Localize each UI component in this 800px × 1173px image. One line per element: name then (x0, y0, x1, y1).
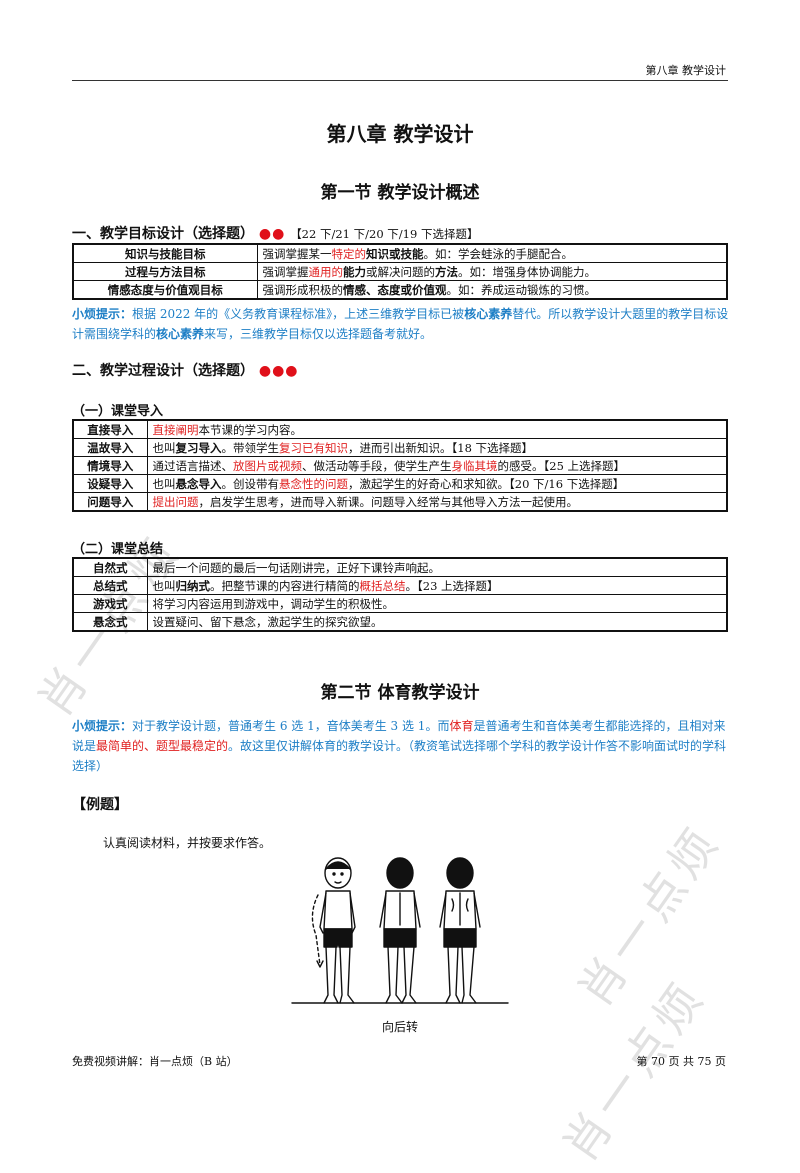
row-value: 也叫复习导入。带领学生复习已有知识，进而引出新知识。【18 下选择题】 (146, 438, 728, 457)
question-prompt: 认真阅读材料，并按要求作答。 (103, 836, 272, 850)
table-row: 情境导入 通过语言描述、放图片或视频、做活动等手段，使学生产生身临其境的感受。【… (72, 456, 728, 475)
table-row: 过程与方法目标 强调掌握通用的能力或解决问题的方法。如：增强身体协调能力。 (72, 262, 728, 281)
chapter-title: 第八章 教学设计 (326, 122, 474, 146)
exam-years-tag: 【22 下/21 下/20 下/19 下选择题】 (290, 227, 479, 241)
row-value: 强调掌握通用的能力或解决问题的方法。如：增强身体协调能力。 (256, 262, 728, 281)
table-row: 知识与技能目标 强调掌握某一特定的知识或技能。如：学会蛙泳的手腿配合。 (72, 243, 728, 263)
importance-dots: ●●● (258, 363, 299, 379)
row-value: 强调掌握某一特定的知识或技能。如：学会蛙泳的手腿配合。 (256, 243, 728, 263)
row-key: 悬念式 (72, 612, 148, 632)
row-key: 情境导入 (72, 456, 148, 475)
objectives-table: 知识与技能目标 强调掌握某一特定的知识或技能。如：学会蛙泳的手腿配合。 过程与方… (72, 243, 728, 300)
row-key: 过程与方法目标 (72, 262, 258, 281)
row-key: 自然式 (72, 557, 148, 577)
table-row: 游戏式 将学习内容运用到游戏中，调动学生的积极性。 (72, 594, 728, 613)
row-key: 问题导入 (72, 492, 148, 512)
figure-turning (379, 857, 421, 1004)
intro-table: 直接导入 直接阐明本节课的学习内容。 温故导入 也叫复习导入。带领学生复习已有知… (72, 419, 728, 512)
table-row: 悬念式 设置疑问、留下悬念，激起学生的探究欲望。 (72, 612, 728, 632)
table-row: 情感态度与价值观目标 强调形成积极的情感、态度或价值观。如：养成运动锻炼的习惯。 (72, 280, 728, 300)
watermark: 肖一点烦 (567, 814, 731, 1017)
table-row: 温故导入 也叫复习导入。带领学生复习已有知识，进而引出新知识。【18 下选择题】 (72, 438, 728, 457)
table-row: 设疑导入 也叫悬念导入。创设带有悬念性的问题，激起学生的好奇心和求知欲。【20 … (72, 474, 728, 493)
row-value: 将学习内容运用到游戏中，调动学生的积极性。 (146, 594, 728, 613)
figure-back (439, 857, 481, 1004)
subsection-heading: （一）课堂导入 (72, 404, 164, 419)
tip-note: 小烦提示：对于教学设计题，普通考生 6 选 1，音体美考生 3 选 1。而体育是… (72, 719, 727, 773)
row-key: 直接导入 (72, 419, 148, 439)
table-row: 总结式 也叫归纳式。把整节课的内容进行精简的概括总结。【23 上选择题】 (72, 576, 728, 595)
row-value: 强调形成积极的情感、态度或价值观。如：养成运动锻炼的习惯。 (256, 280, 728, 300)
row-value: 提出问题，启发学生思考，进而导入新课。问题导入经常与其他导入方法一起使用。 (146, 492, 728, 512)
part-heading: 二、教学过程设计（选择题） ●●● (72, 360, 299, 380)
row-key: 设疑导入 (72, 474, 148, 493)
figure-front (311, 857, 356, 1004)
row-key: 知识与技能目标 (72, 243, 258, 263)
running-header: 第八章 教学设计 (645, 64, 727, 77)
heading-text: 二、教学过程设计（选择题） (72, 363, 254, 379)
header-rule (72, 80, 728, 81)
example-label: 【例题】 (72, 797, 128, 813)
importance-dots: ●● (258, 226, 286, 242)
page-number: 第 70 页 共 75 页 (636, 1055, 726, 1068)
footer-video-note: 免费视频讲解：肖一点烦（B 站） (72, 1055, 238, 1068)
section-title: 第一节 教学设计概述 (320, 183, 480, 203)
table-row: 直接导入 直接阐明本节课的学习内容。 (72, 419, 728, 439)
table-row: 自然式 最后一个问题的最后一句话刚讲完，正好下课铃声响起。 (72, 557, 728, 577)
turn-around-illustration (291, 857, 509, 1004)
heading-text: 一、教学目标设计（选择题） (72, 226, 254, 242)
row-value: 设置疑问、留下悬念，激起学生的探究欲望。 (146, 612, 728, 632)
tip-note: 小烦提示：根据 2022 年的《义务教育课程标准》，上述三维教学目标已被核心素养… (72, 307, 729, 341)
row-value: 也叫归纳式。把整节课的内容进行精简的概括总结。【23 上选择题】 (146, 576, 728, 595)
subsection-heading: （二）课堂总结 (72, 542, 164, 557)
row-key: 游戏式 (72, 594, 148, 613)
part-heading: 一、教学目标设计（选择题） ●● 【22 下/21 下/20 下/19 下选择题… (72, 223, 478, 243)
row-value: 通过语言描述、放图片或视频、做活动等手段，使学生产生身临其境的感受。【25 上选… (146, 456, 728, 475)
figure-caption: 向后转 (381, 1020, 418, 1034)
row-key: 总结式 (72, 576, 148, 595)
section-title: 第二节 体育教学设计 (320, 683, 480, 703)
row-value: 最后一个问题的最后一句话刚讲完，正好下课铃声响起。 (146, 557, 728, 577)
summary-table: 自然式 最后一个问题的最后一句话刚讲完，正好下课铃声响起。 总结式 也叫归纳式。… (72, 557, 728, 632)
table-row: 问题导入 提出问题，启发学生思考，进而导入新课。问题导入经常与其他导入方法一起使… (72, 492, 728, 512)
row-key: 情感态度与价值观目标 (72, 280, 258, 300)
row-key: 温故导入 (72, 438, 148, 457)
row-value: 也叫悬念导入。创设带有悬念性的问题，激起学生的好奇心和求知欲。【20 下/16 … (146, 474, 728, 493)
row-value: 直接阐明本节课的学习内容。 (146, 419, 728, 439)
